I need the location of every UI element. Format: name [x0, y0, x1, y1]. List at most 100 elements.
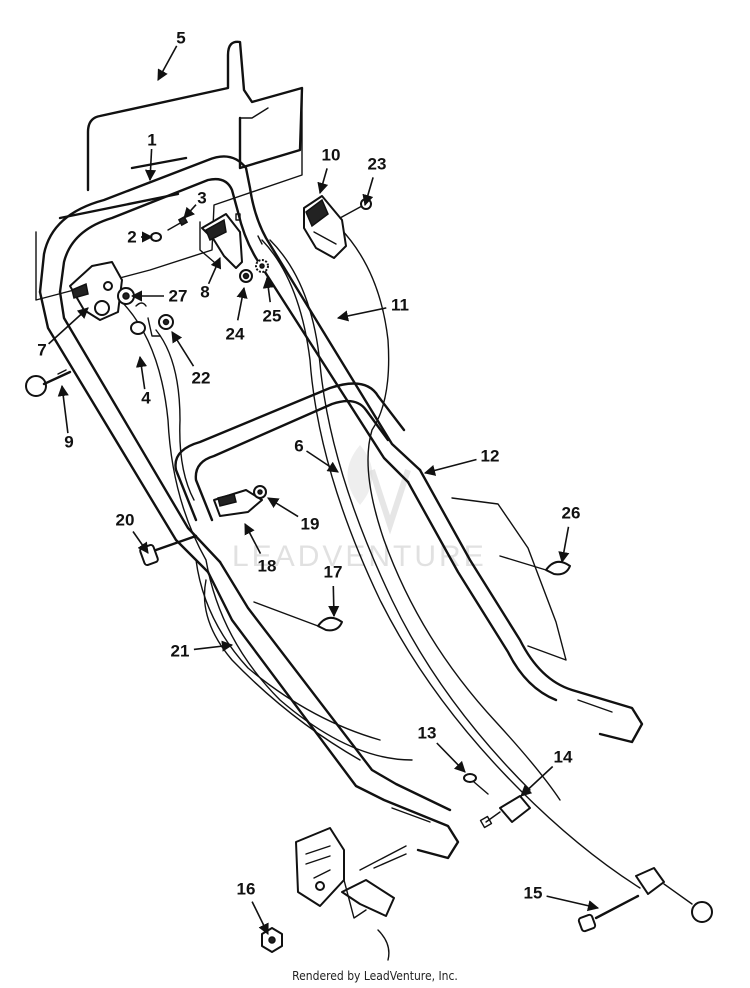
- callout-number: 9: [64, 433, 73, 452]
- callout-leader-arrow: [262, 276, 274, 303]
- hook-9: [25, 369, 72, 397]
- callout-leader-arrow: [328, 585, 340, 618]
- callout-leader-arrow: [558, 526, 570, 564]
- callout-24: 24: [226, 286, 248, 344]
- lower-bracket: [295, 827, 407, 961]
- clip-26-line: [499, 555, 547, 571]
- washer-27: [117, 287, 135, 305]
- callout-26: 26: [558, 504, 580, 564]
- callout-leader-arrow: [48, 307, 89, 345]
- callout-leader-arrow: [193, 640, 234, 652]
- callout-19: 19: [267, 497, 319, 534]
- callout-18: 18: [244, 523, 277, 576]
- callout-number: 13: [418, 724, 437, 743]
- callout-10: 10: [317, 146, 340, 195]
- middle-loop-inner: [194, 399, 390, 522]
- screw-3: [167, 215, 189, 231]
- callout-3: 3: [183, 189, 207, 219]
- lower-right-leg-slot: [577, 699, 613, 713]
- bail-outline-5: [86, 40, 304, 192]
- clip-small: [135, 302, 147, 307]
- callout-leader-arrow: [306, 450, 339, 473]
- handle-lower-loop: [203, 579, 361, 761]
- callout-leader-arrow: [436, 742, 466, 773]
- lockwasher-25: [255, 259, 269, 273]
- footer-credit: Rendered by LeadVenture, Inc.: [292, 969, 458, 983]
- cable-6-second: [269, 239, 531, 791]
- callout-number: 8: [200, 283, 209, 302]
- washer-4: [130, 321, 146, 335]
- cable-21: [119, 299, 413, 761]
- callout-15: 15: [524, 884, 600, 912]
- callout-14: 14: [520, 748, 573, 797]
- bail-bar-upper: [130, 156, 188, 170]
- screw-15: [577, 894, 640, 933]
- nut-24: [239, 269, 253, 283]
- bolt-20: [139, 534, 198, 567]
- callout-27: 27: [130, 287, 188, 306]
- cable-clip-17: [317, 616, 343, 632]
- washer-2: [150, 232, 162, 242]
- bail-bar-lower: [58, 192, 180, 220]
- callout-leader-arrow: [267, 497, 299, 518]
- upper-handle-outer: [38, 155, 422, 472]
- callout-number: 1: [147, 131, 156, 150]
- clip-near-4: [147, 317, 161, 337]
- callout-number: 17: [324, 563, 343, 582]
- callout-number: 23: [368, 155, 387, 174]
- callout-4: 4: [135, 355, 151, 408]
- callout-number: 21: [171, 642, 190, 661]
- callout-leader-arrow: [251, 901, 269, 936]
- cable-adjuster-14: [479, 795, 531, 829]
- callout-9: 9: [57, 384, 74, 452]
- callout-number: 27: [169, 287, 188, 306]
- callout-number: 20: [116, 511, 135, 530]
- callout-6: 6: [294, 437, 339, 473]
- callout-leader-arrow: [132, 531, 149, 554]
- callout-leader-arrow: [135, 355, 148, 390]
- cable-end-fitting: [635, 867, 713, 923]
- callout-leader-arrow: [362, 177, 374, 207]
- control-lever-8: [201, 213, 243, 269]
- clip-13: [463, 773, 489, 795]
- callout-number: 24: [226, 325, 245, 344]
- nut-22: [158, 314, 174, 330]
- callout-number: 7: [37, 341, 46, 360]
- middle-loop-outer: [174, 382, 406, 522]
- callout-number: 5: [176, 29, 185, 48]
- callout-leader-arrow: [244, 523, 262, 554]
- callout-number: 3: [197, 189, 206, 208]
- cable-6: [261, 239, 641, 889]
- callout-8: 8: [200, 256, 222, 302]
- callout-17: 17: [324, 563, 343, 618]
- callout-leader-arrow: [183, 204, 197, 219]
- callout-number: 2: [127, 228, 136, 247]
- nut-16: [261, 927, 283, 953]
- callout-number: 18: [258, 557, 277, 576]
- callout-20: 20: [116, 511, 149, 554]
- callout-2: 2: [127, 228, 154, 247]
- cable-guide-18: [213, 489, 263, 517]
- handle-panel-sheet: [451, 497, 567, 661]
- callout-number: 11: [391, 296, 409, 315]
- left-handle-tube-inner: [58, 290, 222, 564]
- callout-12: 12: [423, 447, 499, 476]
- callout-21: 21: [171, 640, 234, 661]
- callout-layer: 1234567891011121314151617181920212223242…: [37, 29, 600, 936]
- callout-25: 25: [262, 276, 281, 326]
- callout-22: 22: [171, 331, 211, 388]
- callout-13: 13: [418, 724, 466, 773]
- lower-left-leg-slot: [391, 807, 431, 823]
- callout-number: 22: [192, 369, 211, 388]
- callout-23: 23: [362, 155, 387, 207]
- clip-17-line: [253, 601, 319, 627]
- callout-leader-arrow: [157, 45, 178, 81]
- lever-plate-outline: [199, 221, 215, 263]
- callout-leader-arrow: [423, 458, 477, 476]
- cable-4: [155, 329, 195, 501]
- callout-leader-arrow: [336, 307, 387, 322]
- pin-near-25: [257, 235, 263, 245]
- callout-leader-arrow: [144, 148, 157, 182]
- callout-leader-arrow: [546, 895, 600, 912]
- lower-right-leg-inner: [406, 480, 558, 702]
